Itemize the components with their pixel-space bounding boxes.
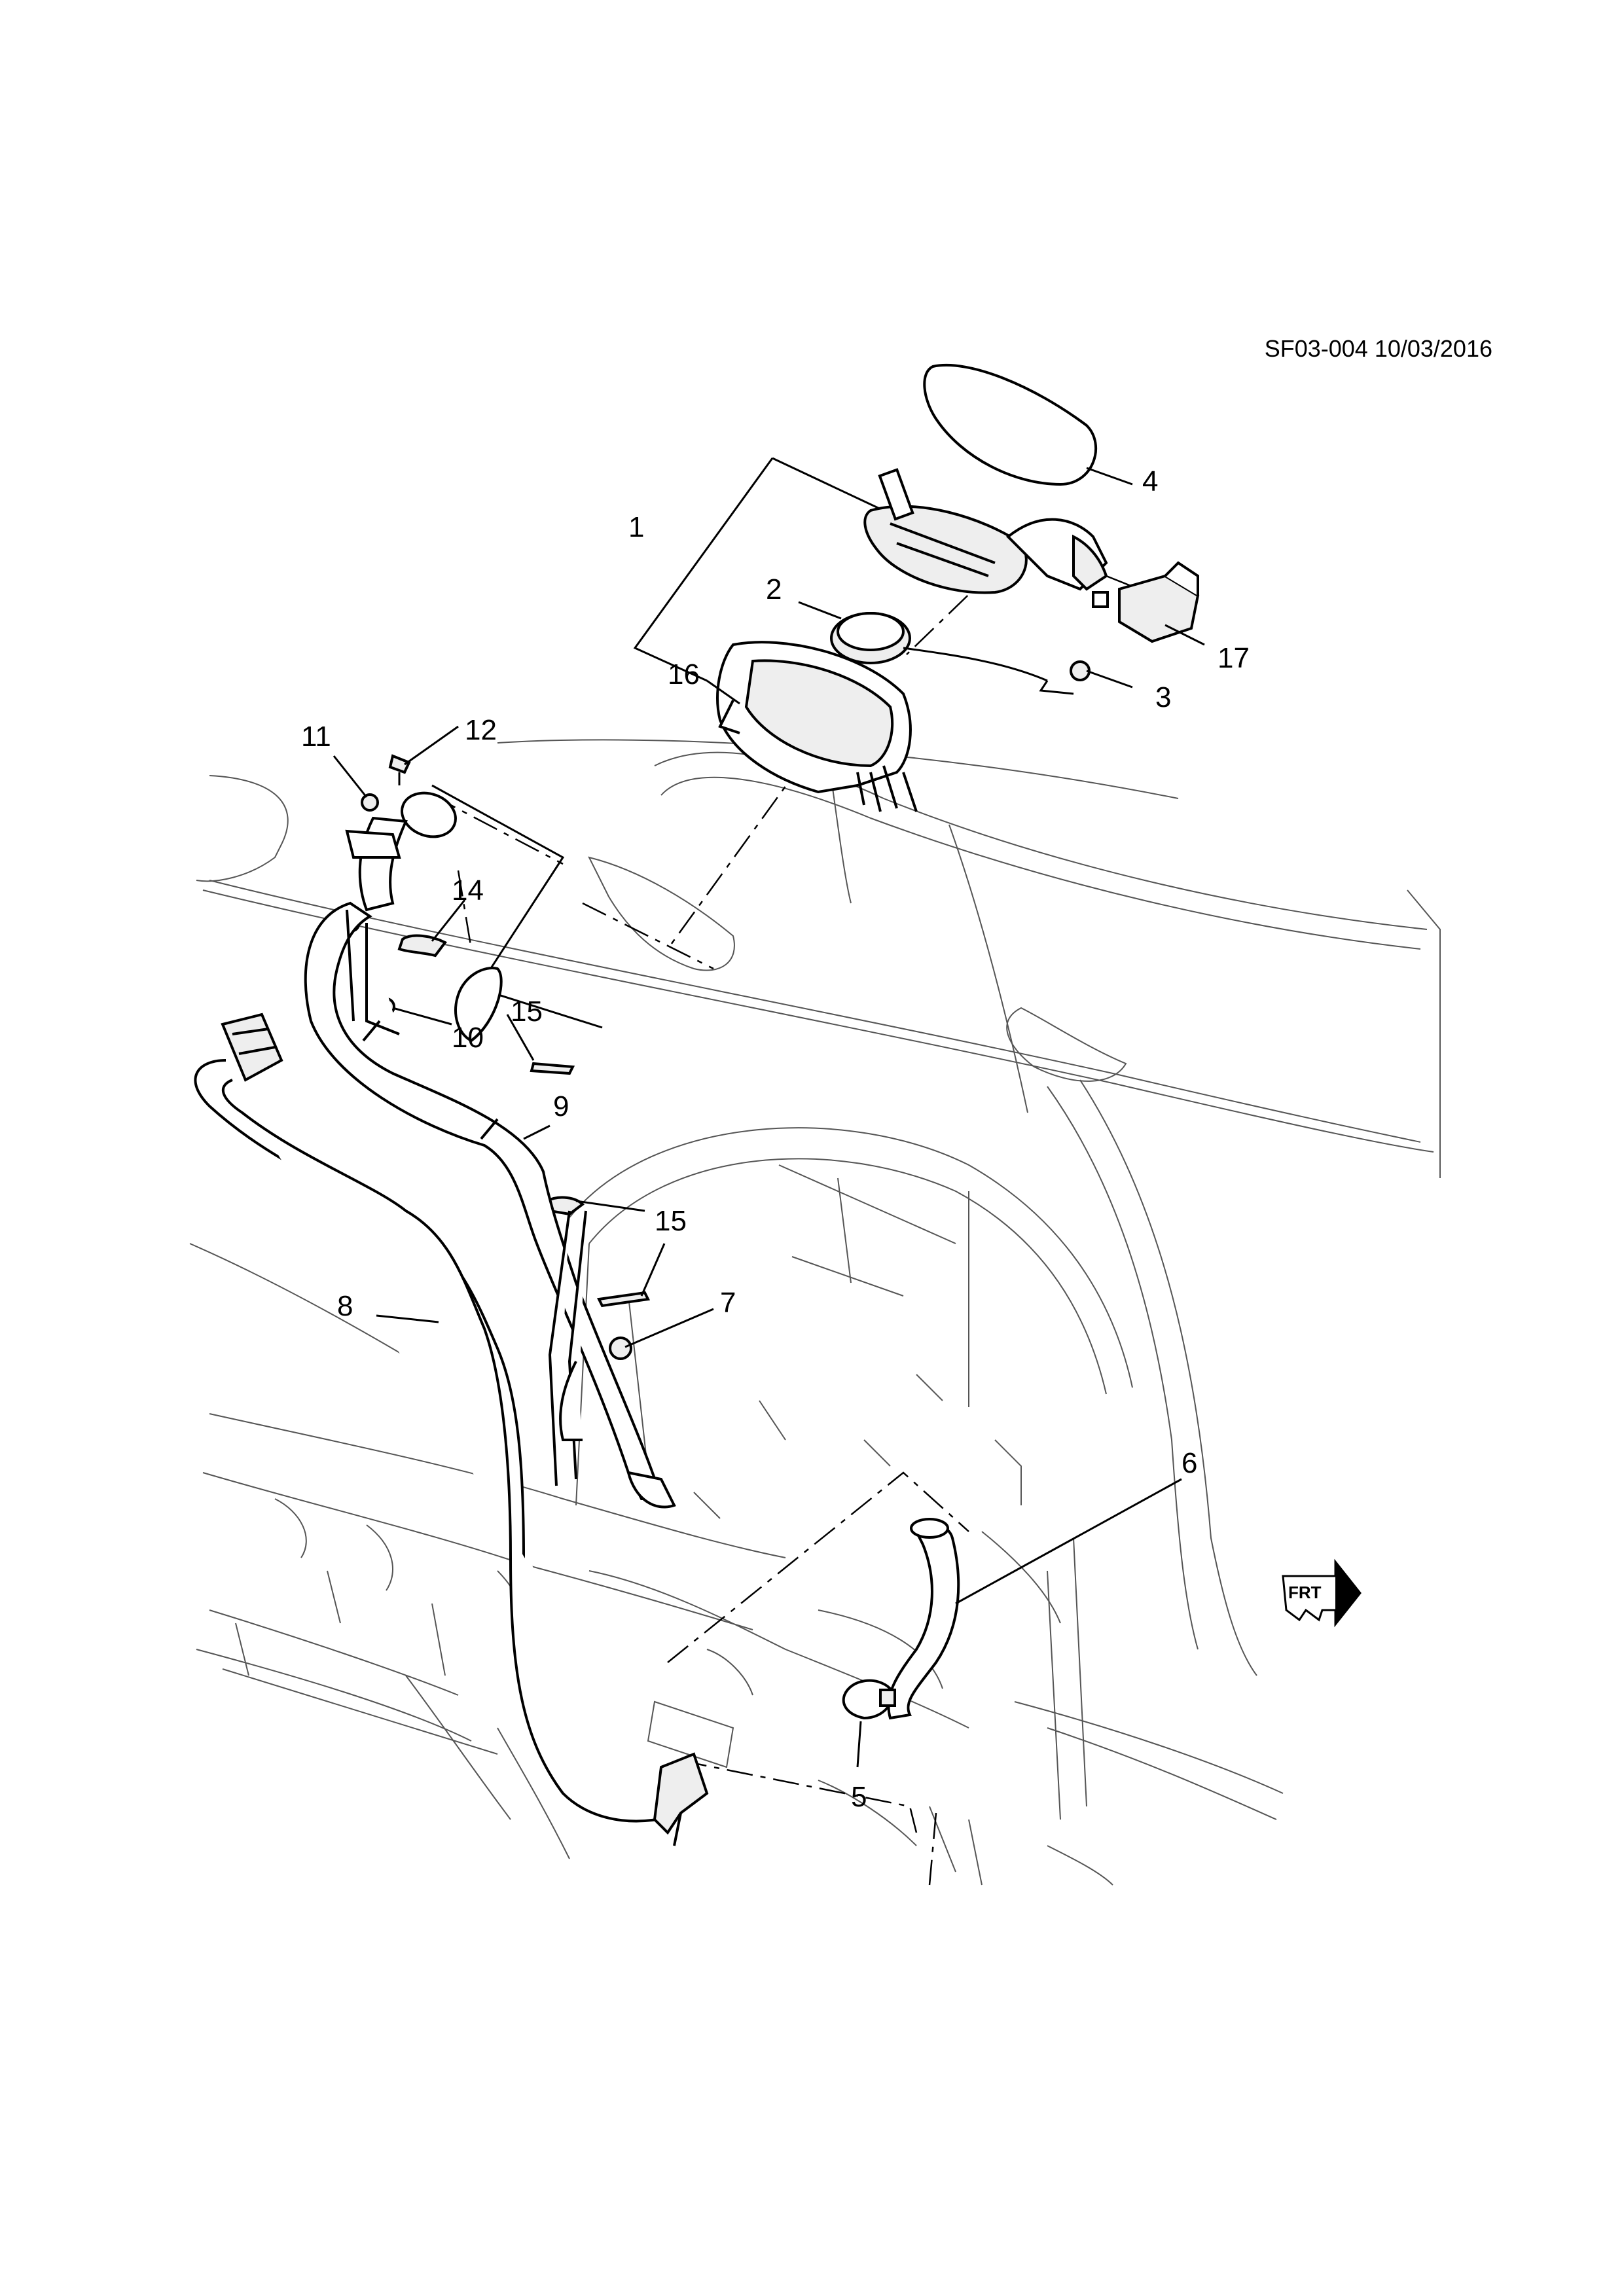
callout-numbers: 1 2 3 4 5 6 7 8 9 10 11 12 14 15 15 16 1… — [301, 465, 1250, 1813]
fuel-hose-6 — [887, 1518, 960, 1720]
frt-label: FRT — [1288, 1583, 1322, 1602]
fuel-door-housing-assembly — [863, 468, 1108, 594]
fuel-filler-tube — [304, 901, 676, 1509]
fuel-door-actuator — [1092, 561, 1200, 643]
callout-17: 17 — [1218, 642, 1250, 674]
callout-4: 4 — [1142, 465, 1158, 497]
front-direction-arrow-icon: FRT — [1282, 1558, 1362, 1628]
callout-7: 7 — [720, 1287, 736, 1319]
callout-6: 6 — [1182, 1447, 1197, 1479]
vehicle-body-outline — [189, 739, 1441, 1886]
screw-3 — [1039, 660, 1091, 695]
callout-8: 8 — [337, 1290, 353, 1322]
screw-12 — [388, 754, 411, 785]
callout-5: 5 — [851, 1781, 867, 1813]
callout-1: 1 — [628, 511, 644, 543]
callout-14: 14 — [452, 874, 484, 906]
nut-11 — [361, 793, 379, 812]
leader-lines — [333, 467, 1205, 1768]
fuel-door-panel — [923, 363, 1098, 486]
callout-16: 16 — [668, 658, 700, 691]
vent-pipe-with-connector — [194, 1013, 709, 1846]
nut-7 — [609, 1336, 632, 1360]
fuel-filler-pocket — [716, 641, 918, 812]
filler-neck-inlet — [344, 791, 457, 932]
clip-14 — [397, 934, 448, 958]
callout-11: 11 — [301, 721, 331, 753]
callout-9: 9 — [553, 1090, 569, 1122]
callout-2: 2 — [766, 573, 782, 605]
seal-ring-15 — [454, 967, 503, 1043]
callout-15-lower: 15 — [655, 1205, 687, 1237]
hose-clamp-5 — [842, 1679, 896, 1720]
clip-15-lower — [596, 1291, 651, 1308]
fuel-filler-cap — [830, 612, 1048, 682]
reference-code: SF03-004 10/03/2016 — [1265, 335, 1492, 362]
callout-3: 3 — [1155, 681, 1171, 713]
clip-15-upper — [530, 1062, 575, 1075]
callout-10: 10 — [452, 1022, 484, 1054]
callout-brackets — [431, 457, 884, 1029]
clip-15-middle — [545, 1196, 585, 1216]
callout-15-upper: 15 — [511, 996, 543, 1028]
callout-12: 12 — [465, 714, 497, 746]
